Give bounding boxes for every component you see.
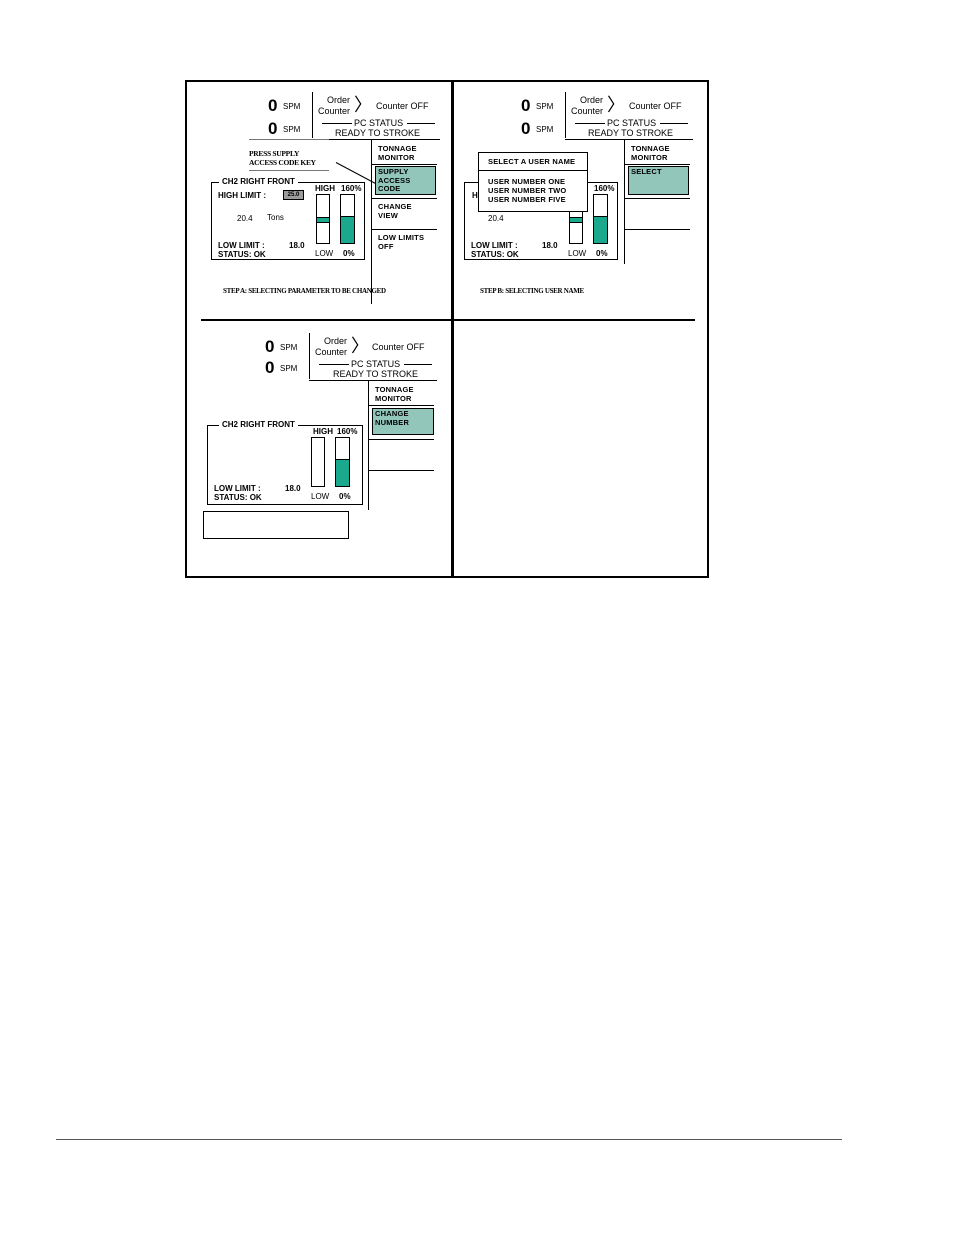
pointer-line [335,162,376,185]
level-fill [335,459,350,487]
popup-title: SELECT A USER NAME [488,157,576,166]
spm-unit-2: SPM [283,125,301,134]
low-limit-label: LOW LIMIT : [214,484,261,493]
order-label: Order [580,95,604,105]
order-label: Order [327,95,351,105]
status-label: STATUS: OK [218,250,266,259]
low-limit-value: 18.0 [289,241,305,250]
counter-label: Counter [318,106,351,116]
spm-unit-2: SPM [536,125,554,134]
caption-step-b: STEP B: SELECTING USER NAME [480,287,584,295]
menu-select[interactable]: SELECT [631,167,662,176]
pct-160-label: 160% [594,184,615,193]
status-label: STATUS: OK [214,493,262,502]
pct-160-label: 160% [337,427,358,436]
low-limit-label: LOW LIMIT : [471,241,518,250]
menu-tonnage-monitor[interactable]: TONNAGE MONITOR [375,385,414,403]
status-label: STATUS: OK [471,250,519,259]
menu-tonnage-monitor[interactable]: TONNAGE MONITOR [378,144,417,162]
menu-supply-access-code-highlight[interactable] [375,166,436,195]
panel-step-c: 0 SPM 0 SPM Order Counter 〉 Counter OFF … [201,323,455,558]
level-bar [335,437,350,487]
spm-unit-1: SPM [280,343,298,352]
vertical-divider [451,82,454,576]
spm-value-1: 0 [268,96,278,115]
channel-label: CH2 RIGHT FRONT [219,177,298,186]
order-label: Order [324,336,348,346]
spm-unit-1: SPM [283,102,301,111]
counter-label: Counter [315,347,348,357]
menu-select-highlight[interactable] [628,166,689,195]
pc-status: PC STATUS [607,118,657,128]
high-label: HIGH [315,184,335,193]
counter-label: Counter [571,106,604,116]
channel-label: CH2 RIGHT FRONT [219,420,298,429]
counter-state: Counter OFF [376,101,429,111]
prompt-line-1: PRESS SUPPLY [249,149,300,158]
horizontal-divider [201,319,695,321]
pc-status: PC STATUS [351,359,401,369]
user-option-3[interactable]: USER NUMBER FIVE [488,195,566,204]
menu-change-view[interactable]: CHANGE VIEW [378,202,412,220]
spm-value-2: 0 [265,358,275,377]
spm-unit-2: SPM [280,364,298,373]
spm-value-2: 0 [268,119,278,138]
range-indicator [316,217,330,223]
level-bar [593,194,608,244]
pct-0-label: 0% [343,249,355,258]
high-limit-value: 25.0 [283,190,304,200]
counter-state: Counter OFF [629,101,682,111]
user-select-popup [478,152,588,212]
chevron-right-icon: 〉 [607,95,625,115]
low-limit-label: LOW LIMIT : [218,241,265,250]
tons-unit: Tons [267,213,284,222]
ready-status: READY TO STROKE [588,128,674,138]
low-label: LOW [568,249,587,258]
spm-value-1: 0 [265,337,275,356]
low-label: LOW [315,249,334,258]
panel-step-a: 0 SPM 0 SPM Order Counter 〉 Counter OFF … [201,82,455,317]
pct-0-label: 0% [339,492,351,501]
panel-step-b: 0 SPM 0 SPM Order Counter 〉 Counter OFF … [454,82,708,317]
chevron-right-icon: 〉 [354,95,372,115]
spm-value-1: 0 [521,96,531,115]
chevron-right-icon: 〉 [351,336,369,356]
pc-status: PC STATUS [354,118,404,128]
range-bar [311,437,325,487]
low-label: LOW [311,492,330,501]
level-fill [593,216,608,244]
spm-unit-1: SPM [536,102,554,111]
high-limit-label: HIGH LIMIT : [218,191,266,200]
menu-low-limits-off[interactable]: LOW LIMITS OFF [378,233,425,251]
high-limit-label-partial: HI [472,191,480,200]
pct-0-label: 0% [596,249,608,258]
prompt-line-2: ACCESS CODE KEY [249,158,316,167]
caption-step-a: STEP A: SELECTING PARAMETER TO BE CHANGE… [223,287,386,295]
footer-rule [56,1139,842,1140]
figure-frame: 0 SPM 0 SPM Order Counter 〉 Counter OFF … [185,80,709,578]
tons-reading: 20.4 [237,214,253,223]
low-limit-value: 18.0 [542,241,558,250]
user-option-2[interactable]: USER NUMBER TWO [488,186,567,195]
high-label: HIGH [313,427,333,436]
menu-tonnage-monitor[interactable]: TONNAGE MONITOR [631,144,670,162]
menu-change-number[interactable]: CHANGE NUMBER [375,409,410,427]
user-option-1[interactable]: USER NUMBER ONE [488,177,566,186]
tons-reading: 20.4 [488,214,504,223]
pct-160-label: 160% [341,184,362,193]
counter-state: Counter OFF [372,342,425,352]
level-fill [340,216,355,244]
level-bar [340,194,355,244]
menu-change-number-highlight[interactable] [372,408,434,435]
ready-status: READY TO STROKE [333,369,419,379]
menu-supply-access-code[interactable]: SUPPLY ACCESS CODE [378,167,411,193]
range-indicator [569,217,583,223]
ready-status: READY TO STROKE [335,128,421,138]
spm-value-2: 0 [521,119,531,138]
low-limit-value: 18.0 [285,484,301,493]
